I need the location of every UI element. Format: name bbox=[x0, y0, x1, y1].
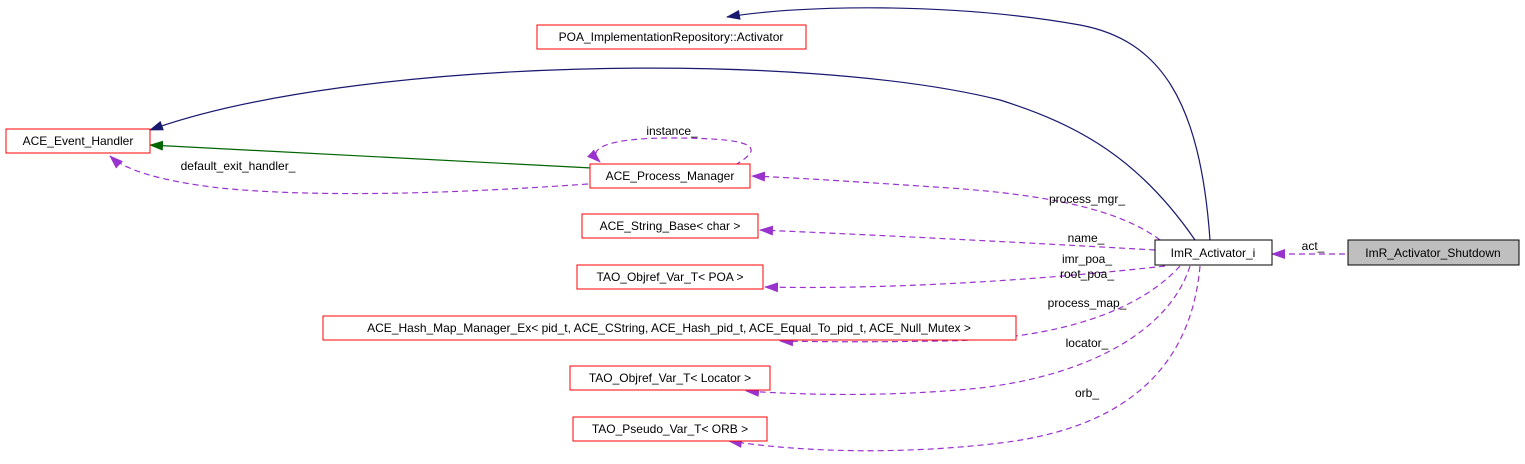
edge-process-mgr bbox=[751, 171, 1161, 241]
label-instance: instance_ bbox=[646, 124, 698, 138]
edge-name bbox=[759, 225, 1156, 251]
node-poa-activator[interactable]: POA_ImplementationRepository::Activator bbox=[536, 24, 807, 50]
label-name: name_ bbox=[1068, 231, 1105, 245]
node-imr-activator-shutdown[interactable]: ImR_Activator_Shutdown bbox=[1347, 239, 1520, 266]
node-imr-activator-shutdown-label: ImR_Activator_Shutdown bbox=[1365, 246, 1500, 260]
label-default-exit-handler: default_exit_handler_ bbox=[181, 159, 296, 173]
node-ace-string-base[interactable]: ACE_String_Base< char > bbox=[581, 213, 759, 239]
node-tao-objref-locator-label: TAO_Objref_Var_T< Locator > bbox=[589, 371, 751, 385]
label-act: act_ bbox=[1302, 239, 1325, 253]
label-imr-poa: imr_poa_ bbox=[1062, 252, 1112, 266]
edge-locator bbox=[745, 265, 1191, 397]
edge-inherits-ace-event-handler bbox=[149, 67, 1196, 241]
node-ace-event-handler[interactable]: ACE_Event_Handler bbox=[5, 128, 151, 154]
node-tao-objref-poa-label: TAO_Objref_Var_T< POA > bbox=[597, 270, 744, 284]
node-ace-string-base-label: ACE_String_Base< char > bbox=[600, 219, 741, 233]
label-process-mgr: process_mgr_ bbox=[1049, 192, 1125, 206]
label-orb: orb_ bbox=[1075, 386, 1099, 400]
label-root-poa: root_poa_ bbox=[1060, 267, 1114, 281]
edge-default-exit-handler bbox=[109, 155, 589, 195]
node-poa-activator-label: POA_ImplementationRepository::Activator bbox=[559, 30, 784, 44]
edge-instance-self-loop bbox=[587, 137, 752, 166]
node-ace-hash-map[interactable]: ACE_Hash_Map_Manager_Ex< pid_t, ACE_CStr… bbox=[322, 315, 1017, 341]
node-ace-process-manager[interactable]: ACE_Process_Manager bbox=[589, 163, 751, 189]
node-ace-process-manager-label: ACE_Process_Manager bbox=[606, 169, 735, 183]
node-tao-objref-poa[interactable]: TAO_Objref_Var_T< POA > bbox=[576, 264, 764, 290]
edge-imr-poa bbox=[764, 265, 1166, 293]
node-ace-event-handler-label: ACE_Event_Handler bbox=[23, 134, 134, 148]
label-process-map: process_map_ bbox=[1048, 296, 1127, 310]
edge-process-map bbox=[779, 265, 1181, 347]
node-ace-hash-map-label: ACE_Hash_Map_Manager_Ex< pid_t, ACE_CStr… bbox=[367, 321, 971, 335]
node-imr-activator-i[interactable]: ImR_Activator_i bbox=[1154, 239, 1273, 266]
node-tao-objref-locator[interactable]: TAO_Objref_Var_T< Locator > bbox=[569, 365, 771, 391]
edge-process-manager-event-handler bbox=[149, 140, 593, 169]
node-tao-pseudo-orb-label: TAO_Pseudo_Var_T< ORB > bbox=[592, 422, 748, 436]
edge-orb bbox=[728, 265, 1201, 452]
label-locator: locator_ bbox=[1066, 336, 1109, 350]
node-tao-pseudo-orb[interactable]: TAO_Pseudo_Var_T< ORB > bbox=[572, 416, 768, 442]
edge-inherits-poa-activator bbox=[726, 7, 1211, 241]
node-imr-activator-i-label: ImR_Activator_i bbox=[1171, 246, 1256, 260]
